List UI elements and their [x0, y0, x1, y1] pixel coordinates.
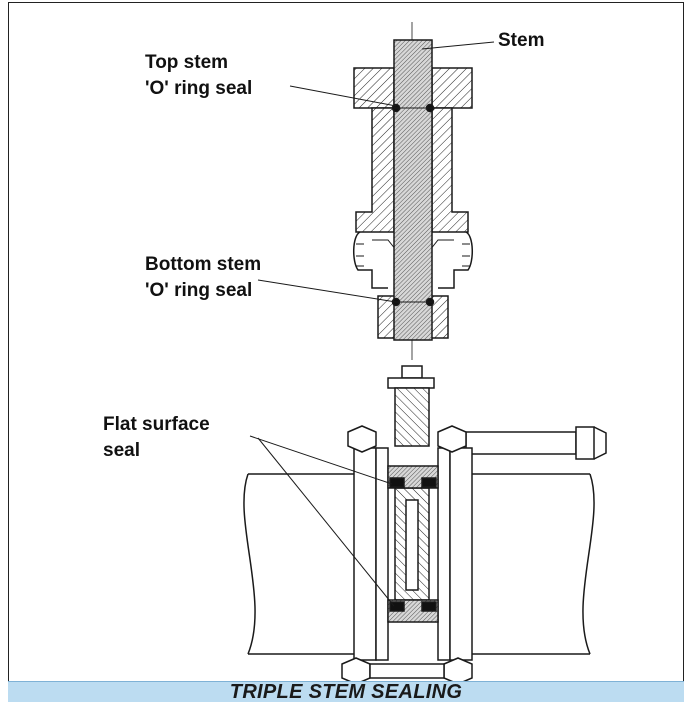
figure-frame — [8, 2, 684, 702]
yoke-left — [353, 231, 388, 289]
caption-bar: TRIPLE STEM SEALING — [8, 681, 684, 702]
bolt-head-side — [575, 426, 595, 460]
lower-stem-upper — [394, 387, 430, 447]
top-seal-label-line2: 'O' ring seal — [145, 78, 253, 99]
pipe-left-break — [243, 473, 256, 655]
flange-left-outer — [353, 447, 377, 661]
body-wall-left — [355, 107, 395, 233]
body-wall-right — [431, 107, 469, 233]
stem-leader — [421, 41, 495, 50]
flange-left-inner — [375, 447, 389, 661]
top-seal-leader — [289, 85, 397, 107]
stem-label: Stem — [498, 30, 545, 51]
lower-stem-collar — [387, 377, 435, 389]
nut-top-right — [437, 425, 467, 453]
flange-right-outer — [449, 447, 473, 661]
top-seal-label-line1: Top stem — [145, 52, 229, 73]
figure-caption: TRIPLE STEM SEALING — [229, 681, 463, 703]
pipe-right-break — [582, 473, 595, 655]
flat-seal-leader-upper — [249, 435, 393, 485]
flat-seal-label-line1: Flat surface — [103, 414, 210, 435]
bottom-bolt-shank — [369, 663, 445, 679]
pipe-right — [470, 473, 590, 655]
seal-block-ll — [389, 601, 405, 612]
flange-right-inner — [437, 447, 451, 661]
nut-top-left — [347, 425, 377, 453]
seal-block-ul — [389, 477, 405, 488]
flat-seal-label-line2: seal — [103, 440, 140, 461]
bolt-head-nut — [593, 426, 607, 460]
bolt-shank — [465, 431, 577, 455]
bottom-seal-leader — [257, 279, 397, 303]
pipe-left — [248, 473, 354, 655]
flat-seal-leader-lower — [257, 437, 395, 607]
bottom-seal-label-line2: 'O' ring seal — [145, 280, 253, 301]
seal-block-ur — [421, 477, 437, 488]
valve-stem — [393, 39, 433, 341]
lower-stem-tip — [401, 365, 423, 379]
bottom-seal-label-line1: Bottom stem — [145, 254, 262, 275]
seal-block-lr — [421, 601, 437, 612]
top-flange-right — [431, 67, 473, 109]
yoke-right — [438, 231, 473, 289]
valve-disc-bore — [405, 499, 419, 591]
